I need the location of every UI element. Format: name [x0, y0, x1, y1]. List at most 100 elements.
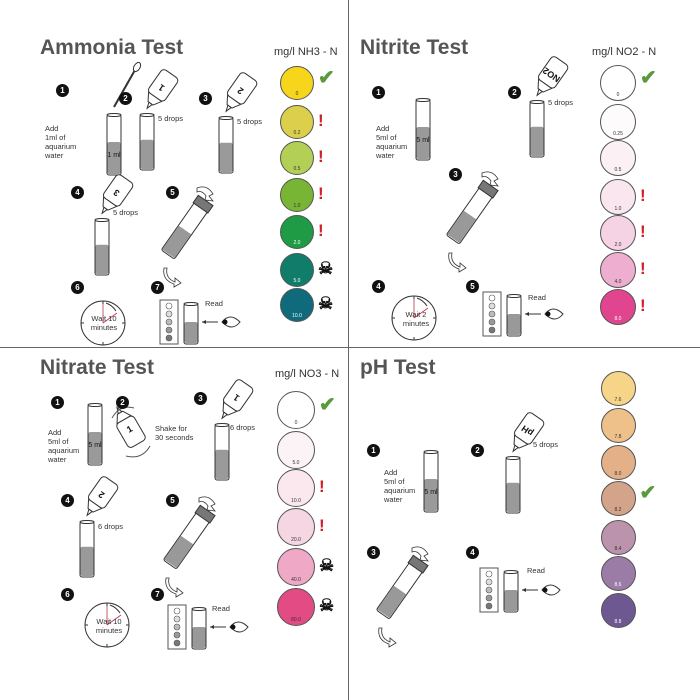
color-swatch: 7.8 — [600, 407, 636, 443]
exclamation-icon: ! — [640, 296, 646, 315]
step-number-badge: 4 — [61, 494, 74, 507]
bottle-tube-icon: 2 — [218, 72, 258, 174]
step-caption: Read — [212, 604, 230, 613]
read-card-icon — [159, 299, 241, 345]
step-number-badge: 5 — [166, 494, 179, 507]
swatch-value: 8.0 — [614, 470, 622, 477]
color-swatch: 0.25 — [600, 104, 636, 140]
color-swatch: 0.5 — [600, 140, 636, 176]
tube-icon: 5 ml — [423, 450, 439, 513]
color-swatch: 20.0 — [277, 508, 315, 546]
step-number-badge: 3 — [194, 392, 207, 405]
swatch-value: 8.8 — [614, 618, 622, 625]
color-swatch: 2.0 — [600, 215, 636, 251]
check-icon: ✔ — [640, 67, 657, 89]
swatch-value: 7.8 — [614, 433, 622, 440]
swatch-value: 0.25 — [613, 131, 623, 137]
step-number-badge: 1 — [51, 396, 64, 409]
skull-icon: ☠ — [319, 556, 335, 575]
step-caption: Add 5ml of aquarium water — [48, 428, 80, 464]
nitrite-unit-label: mg/l NO2 - N — [592, 46, 657, 58]
color-swatch: 1.0 — [280, 178, 314, 212]
color-swatch: 8.4 — [600, 519, 636, 555]
exclamation-icon: ! — [319, 477, 325, 496]
step-number-badge: 7 — [151, 281, 164, 294]
read-card-icon — [479, 567, 561, 613]
swatch-value: 5.0 — [293, 278, 301, 284]
read-card-icon — [482, 291, 564, 337]
step-caption: Wait 2 minutes — [402, 310, 430, 328]
tube-volume-label: 5 ml — [416, 137, 430, 144]
bottle-tube-icon: 2 — [79, 476, 119, 578]
tube-icon: 5 ml — [415, 98, 431, 161]
color-swatch: 10.0 — [277, 469, 315, 507]
step-caption: Wait 10 minutes — [95, 617, 123, 635]
read-card-icon — [167, 604, 249, 650]
step-number-badge: 1 — [367, 444, 380, 457]
exclamation-icon: ! — [318, 221, 324, 240]
exclamation-icon: ! — [318, 147, 324, 166]
swatch-value: 4.0 — [614, 279, 622, 285]
color-swatch: 10.0 — [280, 288, 314, 322]
check-icon: ✔ — [318, 67, 335, 89]
color-swatch: 40.0 — [277, 548, 315, 586]
step-number-badge: 2 — [119, 92, 132, 105]
step-number-badge: 4 — [372, 280, 385, 293]
color-swatch: 8.8 — [600, 592, 636, 628]
color-swatch: 8.0 — [600, 289, 636, 325]
tilt-tube-icon — [446, 171, 499, 273]
bottle-tube-icon: 1 — [214, 379, 254, 481]
bottle-tube-icon: NO2 — [529, 56, 569, 158]
step-caption: Read — [205, 299, 223, 308]
swatch-value: 1.0 — [614, 206, 622, 212]
swatch-value: 0 — [616, 92, 620, 98]
vertical-divider — [348, 0, 349, 700]
color-swatch: 0.2 — [280, 105, 314, 139]
color-swatch: 8.0 — [600, 444, 636, 480]
bottle-tube-icon: 1 — [139, 69, 179, 171]
tube-icon: 5 ml — [87, 403, 103, 466]
exclamation-icon: ! — [640, 222, 646, 241]
step-number-badge: 2 — [508, 86, 521, 99]
exclamation-icon: ! — [319, 516, 325, 535]
step-caption: Add 1ml of aquarium water — [45, 124, 77, 160]
bottle-label: 1 — [157, 82, 167, 93]
step-number-badge: 6 — [61, 588, 74, 601]
swatch-value: 0.2 — [293, 130, 301, 136]
color-swatch: 4.0 — [600, 252, 636, 288]
color-swatch: 0.5 — [280, 141, 314, 175]
step-number-badge: 5 — [466, 280, 479, 293]
tube-volume-label: 5 ml — [88, 442, 102, 449]
swatch-value: 40.0 — [291, 577, 301, 583]
step-number-badge: 7 — [151, 588, 164, 601]
color-swatch: 5.0 — [277, 431, 315, 469]
step-caption: Read — [528, 293, 546, 302]
horizontal-divider — [0, 347, 700, 348]
swatch-value: 8.4 — [614, 545, 622, 552]
bottle-tube-icon: 3 — [94, 174, 134, 276]
step-caption: 5 drops — [113, 208, 139, 217]
swatch-value: 8.2 — [614, 506, 622, 513]
nitrite-title: Nitrite Test — [360, 36, 469, 59]
exclamation-icon: ! — [318, 184, 324, 203]
swatch-value: 2.0 — [293, 240, 301, 246]
step-number-badge: 3 — [367, 546, 380, 559]
color-swatch: 0 — [280, 66, 314, 100]
color-swatch: 80.0 — [277, 588, 315, 626]
shake-bottle-icon: 1 — [111, 406, 151, 458]
ammonia-unit-label: mg/l NH3 - N — [274, 46, 338, 58]
swatch-value: 0 — [295, 91, 299, 97]
pipette-tube-icon: 1 ml — [106, 61, 142, 176]
bottle-label: 2 — [236, 85, 246, 96]
step-caption: Read — [527, 566, 545, 575]
nitrate-title: Nitrate Test — [40, 356, 154, 379]
skull-icon: ☠ — [318, 259, 334, 278]
color-swatch: 2.0 — [280, 215, 314, 249]
color-swatch: 0 — [277, 391, 315, 429]
swatch-value: 1.0 — [293, 203, 301, 209]
step-number-badge: 2 — [116, 396, 129, 409]
nitrate-unit-label: mg/l NO3 - N — [275, 368, 340, 380]
ph-title: pH Test — [360, 356, 436, 379]
step-number-badge: 6 — [71, 281, 84, 294]
